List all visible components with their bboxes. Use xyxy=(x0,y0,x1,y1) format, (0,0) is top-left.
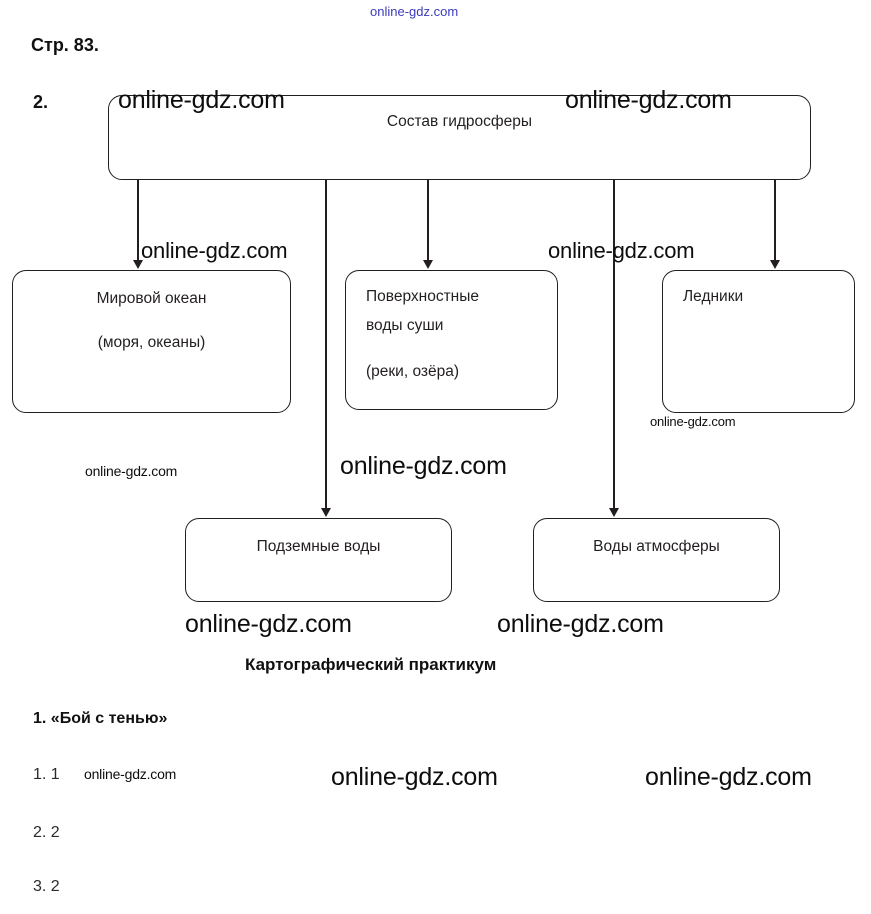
connector-line-underground-waters xyxy=(325,180,327,512)
watermark-bottom-center: online-gdz.com xyxy=(331,763,498,791)
diagram-node-world-ocean-line1: Мировой океан xyxy=(96,290,207,307)
sub-heading: 1. «Бой с тенью» xyxy=(33,710,168,727)
diagram-node-world-ocean-line2: (моря, океаны) xyxy=(97,334,206,351)
connector-arrow-atmosphere-waters xyxy=(609,508,619,517)
diagram-node-underground-waters-line1: Подземные воды xyxy=(256,538,381,555)
diagram-node-glaciers: Ледники xyxy=(662,270,855,413)
task-number: 2. xyxy=(33,92,49,112)
watermark-underground-below: online-gdz.com xyxy=(185,610,352,638)
connector-line-atmosphere-waters xyxy=(613,180,615,512)
answer-item-2: 2. 2 xyxy=(33,824,60,841)
diagram-node-root: Состав гидросферы xyxy=(108,95,811,180)
connector-arrow-underground-waters xyxy=(321,508,331,517)
section-title: Картографический практикум xyxy=(245,655,497,674)
connector-arrow-world-ocean xyxy=(133,260,143,269)
connector-line-world-ocean xyxy=(137,180,139,262)
watermark-bottom-right: online-gdz.com xyxy=(645,763,812,791)
watermark-root-left: online-gdz.com xyxy=(118,86,285,114)
page-heading: Стр. 83. xyxy=(31,35,99,55)
diagram-node-surface-waters-line3: (реки, озёра) xyxy=(366,363,460,380)
connector-line-surface-waters xyxy=(427,180,429,262)
diagram-node-surface-waters-line2: воды суши xyxy=(366,317,444,334)
watermark-answer-row-small: online-gdz.com xyxy=(84,766,177,782)
answer-item-1: 1. 1 xyxy=(33,766,60,783)
diagram-node-glaciers-line1: Ледники xyxy=(683,288,744,305)
watermark-root-right: online-gdz.com xyxy=(565,86,732,114)
connector-arrow-glaciers xyxy=(770,260,780,269)
watermark-center-large: online-gdz.com xyxy=(340,452,507,480)
diagram-node-underground-waters: Подземные воды xyxy=(185,518,452,602)
watermark-atmosphere-below: online-gdz.com xyxy=(497,610,664,638)
connector-line-glaciers xyxy=(774,180,776,262)
watermark-glaciers-below: online-gdz.com xyxy=(650,414,736,429)
diagram-node-atmosphere-waters: Воды атмосферы xyxy=(533,518,780,602)
watermark-top: online-gdz.com xyxy=(370,4,459,19)
watermark-mid-right: online-gdz.com xyxy=(548,238,695,263)
watermark-mid-left: online-gdz.com xyxy=(141,238,288,263)
answer-item-3: 3. 2 xyxy=(33,878,60,895)
diagram-node-surface-waters: Поверхностные воды суши (реки, озёра) xyxy=(345,270,558,410)
diagram-node-world-ocean: Мировой океан (моря, океаны) xyxy=(12,270,291,413)
connector-arrow-surface-waters xyxy=(423,260,433,269)
diagram-node-atmosphere-waters-line1: Воды атмосферы xyxy=(593,538,720,555)
diagram-node-root-label: Состав гидросферы xyxy=(386,113,533,130)
diagram-node-surface-waters-line1: Поверхностные xyxy=(366,288,479,305)
watermark-left-small: online-gdz.com xyxy=(85,463,178,479)
